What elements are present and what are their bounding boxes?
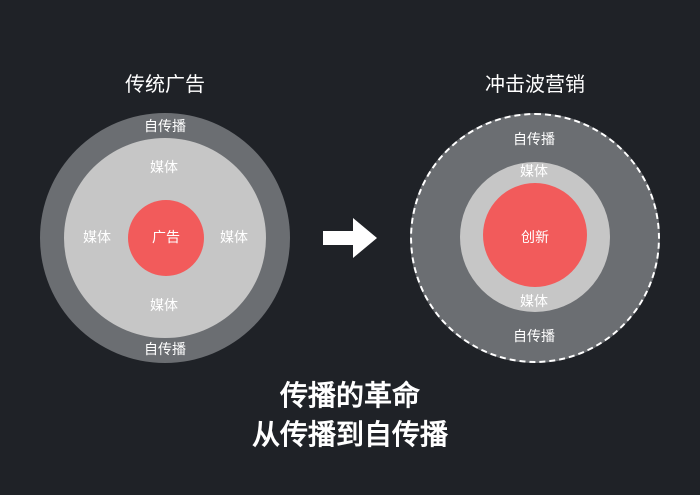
left-title: 传统广告: [125, 72, 205, 96]
right-middle-label-bottom: 媒体: [520, 294, 548, 310]
arrow-right-icon: [323, 218, 377, 258]
left-middle-label-bottom: 媒体: [150, 298, 178, 314]
left-core-label: 广告: [152, 230, 180, 246]
right-core: [483, 183, 587, 287]
left-middle-label-right: 媒体: [220, 230, 248, 246]
right-title: 冲击波营销: [485, 72, 585, 96]
left-middle-label-left: 媒体: [83, 230, 111, 246]
left-core: [128, 200, 204, 276]
caption-line-1: 传播的革命: [279, 379, 421, 412]
left-middle-label-top: 媒体: [150, 160, 178, 176]
caption-line-2: 从传播到自传播: [251, 418, 449, 451]
left-outer-label-top: 自传播: [144, 119, 186, 135]
right-outer-label-bottom: 自传播: [513, 329, 555, 345]
right-outer-ring: [410, 113, 660, 363]
left-outer-label-bottom: 自传播: [144, 342, 186, 358]
right-core-label: 创新: [521, 230, 549, 246]
right-outer-label-top: 自传播: [513, 132, 555, 148]
right-middle-label-top: 媒体: [520, 164, 548, 180]
